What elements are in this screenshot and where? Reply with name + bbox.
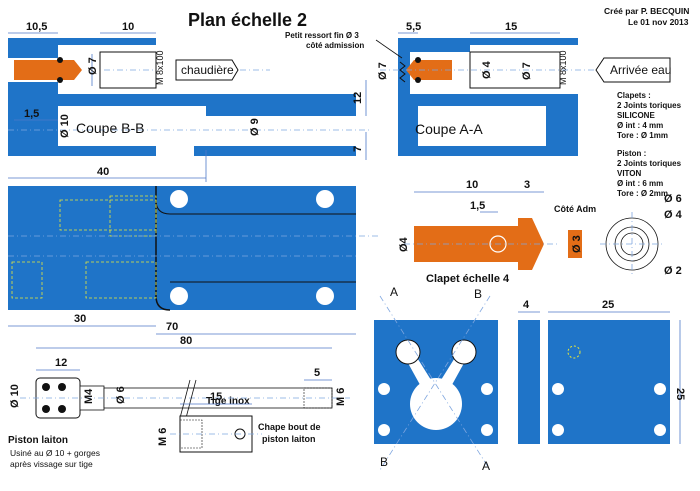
credit-date: Le 01 nov 2013 [628, 17, 689, 27]
chape [179, 415, 253, 453]
bb-outlet-arrow [175, 59, 239, 81]
bb-dim-phi10: Ø 10 [59, 114, 71, 138]
plate-side [518, 320, 540, 444]
bb-valve [14, 60, 64, 80]
aa-dim-phi7b: Ø 7 [521, 62, 533, 80]
plate-back [548, 320, 670, 444]
aa-dim-phi4: Ø 4 [481, 60, 493, 79]
chape-label-2: piston laiton [262, 434, 316, 444]
aa-insert [469, 51, 561, 89]
bb-arrow-label: chaudière [181, 63, 234, 77]
plate-label-b-bottom: B [380, 455, 388, 469]
aa-body-top [398, 94, 578, 106]
material-notes: Clapets : 2 Joints toriques SILICONE Ø i… [617, 91, 682, 198]
plate-label-a-top: A [390, 285, 398, 299]
rod-dim-phi6: Ø 6 [115, 386, 127, 404]
piston-note-1: Usiné au Ø 10 + gorges [10, 448, 100, 458]
clapet-side [568, 230, 582, 258]
clapet-dim-phi6: Ø 6 [664, 193, 682, 205]
clapet-label: Clapet échelle 4 [426, 273, 510, 285]
note-clapets-int: Ø int : 4 mm [617, 121, 663, 130]
note-piston-joints: 2 Joints toriques [617, 159, 682, 168]
spring-note-2: côté admission [306, 41, 364, 50]
note-clapets-tore: Tore : Ø 1mm [617, 131, 668, 140]
bb-dim-10-5: 10,5 [26, 21, 47, 33]
clapet-dim-phi4b: Ø 4 [664, 209, 683, 221]
aa-dim-5-5: 5,5 [406, 21, 421, 33]
aa-section-label: Coupe A-A [415, 121, 483, 137]
bb-dim-phi7: Ø 7 [87, 57, 99, 75]
body-top-view: 30 70 [8, 186, 380, 335]
clapet-dim-3: 3 [524, 179, 530, 191]
bb-dim-1-5: 1,5 [24, 108, 39, 120]
piston-note-2: après vissage sur tige [10, 459, 93, 469]
spring-note-1: Petit ressort fin Ø 3 [285, 31, 359, 40]
note-clapets-joints: 2 Joints toriques [617, 101, 682, 110]
note-clapets-material: SILICONE [617, 111, 655, 120]
rod-dim-m4: M4 [83, 388, 95, 404]
rod-dim-5: 5 [314, 367, 320, 379]
rod-dim-12: 12 [55, 357, 67, 369]
clapet-detail: 10 3 1,5 Ø4 Ø 3 Côté Adm Clapet échelle … [398, 179, 683, 285]
plate-dim-25w: 25 [602, 299, 614, 311]
note-piston: Piston : [617, 149, 646, 158]
rod-label: Tige inox [206, 396, 250, 407]
clapet-dim-phi3: Ø 3 [571, 235, 583, 253]
aa-dim-phi7a: Ø 7 [377, 62, 389, 80]
bb-dim-12: 12 [352, 92, 364, 104]
credit-author: Créé par P. BECQUIN [604, 6, 689, 16]
rod-dim-phi10: Ø 10 [9, 384, 21, 408]
bb-body-top [8, 94, 356, 106]
clapet-dim-phi2: Ø 2 [664, 265, 682, 277]
rod-dim-80: 80 [180, 335, 192, 347]
chape-label-1: Chape bout de [258, 422, 321, 432]
chape-dim-m6: M 6 [157, 428, 169, 446]
note-piston-tore: Tore : Ø 2mm [617, 189, 668, 198]
aa-dim-thread: M 8x100 [558, 50, 568, 85]
aa-dim-15: 15 [505, 21, 517, 33]
bb-dim-10: 10 [122, 21, 134, 33]
clapet-dim-phi4: Ø4 [398, 236, 410, 252]
aa-spring [399, 61, 406, 83]
section-bb: chaudière Coupe B-B 10,5 10 Ø 7 M 8x100 … [8, 21, 370, 182]
piston-label: Piston laiton [8, 435, 68, 446]
body-dim-30: 30 [74, 313, 86, 325]
chape-detail: 15 M 6 Chape bout de piston laiton [157, 391, 321, 453]
bb-insert [99, 51, 157, 89]
body-dim-70: 70 [166, 321, 178, 333]
aa-arrow-label: Arrivée eau [610, 63, 671, 77]
valve-plate: A B B A 4 25 25 [374, 285, 686, 473]
plate-dim-25h: 25 [674, 388, 686, 400]
bb-dim-40: 40 [97, 166, 109, 178]
bb-dim-thread: M 8x100 [155, 50, 165, 85]
clapet-dim-10: 10 [466, 179, 478, 191]
bb-dim-phi9: Ø 9 [249, 118, 261, 136]
note-piston-int: Ø int : 6 mm [617, 179, 663, 188]
aa-inlet-arrow [595, 57, 671, 83]
clapet-dim-1-5: 1,5 [470, 200, 485, 212]
note-piston-material: VITON [617, 169, 642, 178]
plate-label-b-top: B [474, 287, 482, 301]
note-clapets: Clapets : [617, 91, 651, 100]
bb-dim-7: 7 [352, 146, 364, 152]
chape-dim-15: 15 [210, 391, 222, 403]
rod-dim-m6: M 6 [335, 388, 347, 406]
bb-section-label: Coupe B-B [76, 120, 144, 136]
section-aa: Arrivée eau Coupe A-A Petit ressort fin … [285, 21, 671, 156]
page-title: Plan échelle 2 [188, 10, 307, 30]
clapet-side-label: Côté Adm [554, 204, 596, 214]
plate-label-a-bottom: A [482, 459, 490, 473]
plate-dim-4: 4 [523, 299, 530, 311]
rod-assembly: 80 12 5 Ø 10 M4 Ø 6 M 6 Tige inox Piston… [8, 335, 350, 469]
